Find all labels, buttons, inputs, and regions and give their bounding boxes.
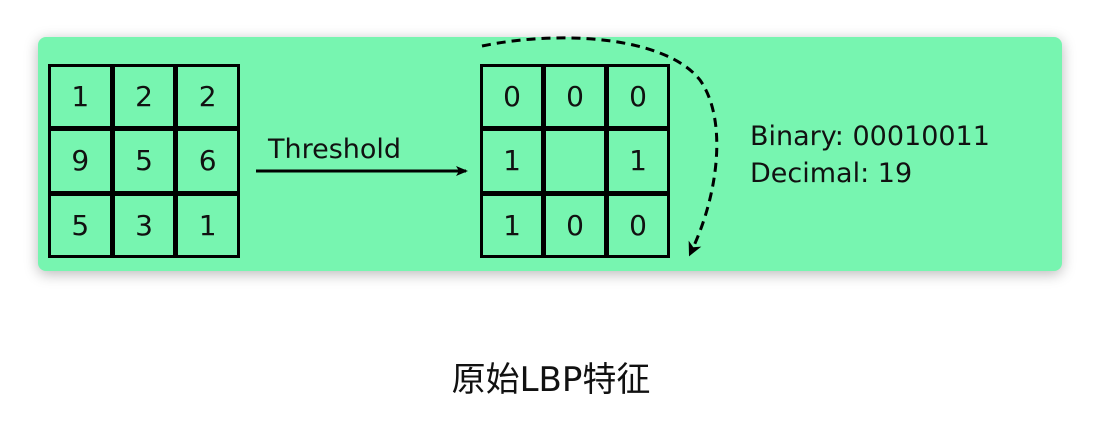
output-cell: 0 (609, 195, 667, 255)
input-cell: 1 (51, 67, 110, 127)
input-cell: 6 (178, 131, 237, 191)
input-cell: 1 (178, 195, 237, 255)
input-cell: 3 (114, 195, 174, 255)
output-cell: 0 (483, 67, 541, 127)
threshold-label: Threshold (268, 134, 402, 165)
input-cell-center: 5 (114, 131, 174, 191)
output-cell-center (546, 131, 604, 191)
figure-caption: 原始LBP特征 (451, 360, 651, 400)
output-cell: 0 (609, 67, 667, 127)
output-cell: 0 (546, 195, 604, 255)
output-cell: 1 (609, 131, 667, 191)
input-pixel-grid: 1 2 2 9 5 6 5 3 1 (48, 64, 240, 258)
input-cell: 5 (51, 195, 110, 255)
output-cell: 0 (546, 67, 604, 127)
input-cell: 2 (114, 67, 174, 127)
output-cell: 1 (483, 195, 541, 255)
output-cell: 1 (483, 131, 541, 191)
input-cell: 2 (178, 67, 237, 127)
decimal-result: Decimal: 19 (750, 158, 913, 189)
binary-result: Binary: 00010011 (750, 121, 990, 152)
output-binary-grid: 0 0 0 1 1 1 0 0 (480, 64, 670, 258)
input-cell: 9 (51, 131, 110, 191)
